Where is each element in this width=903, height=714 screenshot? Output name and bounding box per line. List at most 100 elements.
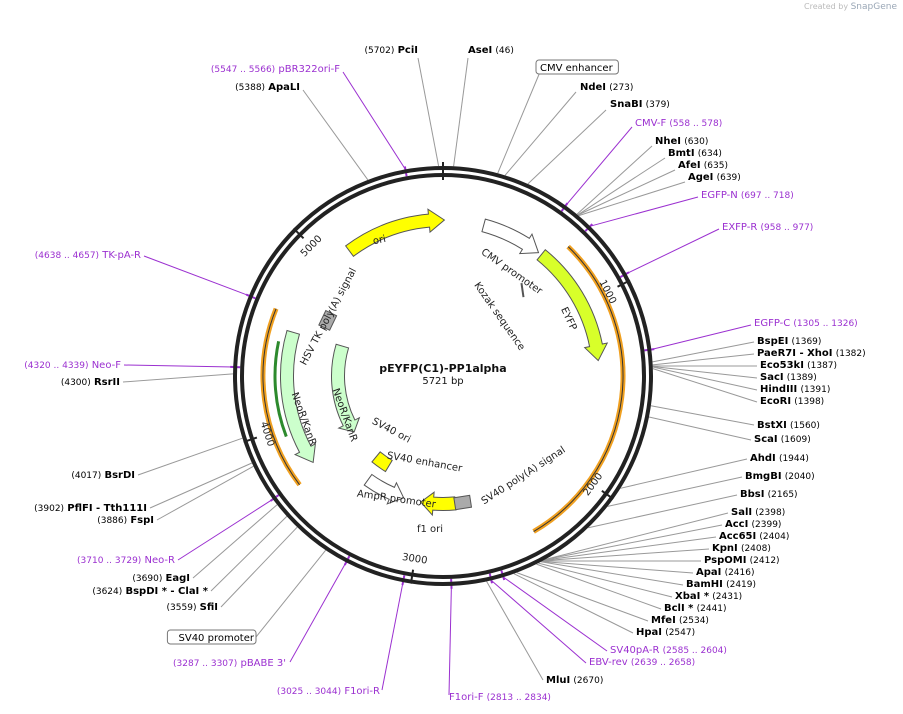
site-label[interactable]: BmgBI (2040) — [745, 471, 815, 482]
site-name: Acc65I — [719, 531, 756, 542]
site-label[interactable]: MluI (2670) — [546, 675, 603, 686]
site-label[interactable]: SV40pA-R (2585 .. 2604) — [610, 645, 727, 656]
site-label[interactable]: (5702) PciI — [364, 45, 418, 56]
site-label[interactable]: PaeR7I - XhoI (1382) — [757, 348, 866, 359]
feature-label: EYFP — [558, 306, 578, 333]
site-label[interactable]: (3710 .. 3729) Neo-R — [77, 555, 175, 566]
small-feature-box — [318, 309, 338, 331]
site-label[interactable]: HindIII (1391) — [760, 384, 830, 395]
site-name: RsrII — [94, 377, 120, 388]
leader-line — [648, 416, 752, 441]
site-label[interactable]: (4320 .. 4339) Neo-F — [24, 360, 121, 371]
leader-line — [156, 465, 254, 521]
feature-arrows — [280, 208, 609, 517]
site-label[interactable]: (5547 .. 5566) pBR322ori-F — [211, 64, 340, 75]
site-position: (697 .. 718) — [741, 191, 794, 201]
site-label[interactable]: (4300) RsrII — [61, 377, 120, 388]
site-name: SacI — [760, 372, 784, 383]
site-label[interactable]: KpnI (2408) — [712, 543, 771, 554]
site-name: SV40 promoter — [179, 633, 255, 644]
site-label[interactable]: (4638 .. 4657) TK-pA-R — [35, 250, 141, 261]
site-label[interactable]: BspEI (1369) — [757, 336, 821, 347]
site-label[interactable]: (5388) ApaLI — [235, 82, 300, 93]
tick-mark — [292, 227, 305, 240]
site-position: (4320 .. 4339) — [24, 361, 88, 371]
site-position: (4638 .. 4657) — [35, 251, 99, 261]
site-label[interactable]: (3690) EagI — [132, 573, 190, 584]
leader-line — [453, 57, 469, 167]
site-name: EagI — [166, 573, 190, 584]
site-position: (635) — [704, 161, 728, 171]
site-position: (2165) — [768, 490, 798, 500]
site-position: (4017) — [71, 471, 101, 481]
site-name: EXFP-R — [722, 222, 757, 233]
site-label[interactable]: AccI (2399) — [725, 519, 781, 530]
site-name: FspI — [130, 515, 154, 526]
site-label[interactable]: (4017) BsrDI — [71, 470, 135, 481]
site-name: CMV-F — [635, 118, 666, 129]
site-name: PaeR7I - XhoI — [757, 348, 833, 359]
site-label[interactable]: NheI (630) — [655, 136, 708, 147]
site-position: (2670) — [573, 676, 603, 686]
site-name: F1ori-F — [449, 692, 484, 703]
site-position: (639) — [717, 173, 741, 183]
site-label[interactable]: AfeI (635) — [678, 160, 728, 171]
site-position: (5388) — [235, 83, 265, 93]
site-label[interactable]: (3559) SfiI — [167, 602, 218, 613]
feature-label: ori — [372, 234, 387, 247]
site-label[interactable]: SV40 promoter — [179, 633, 255, 644]
feature-label: SV40 enhancer — [386, 451, 464, 475]
site-label[interactable]: (3025 .. 3044) F1ori-R — [277, 686, 380, 697]
site-label[interactable]: AseI (46) — [468, 45, 514, 56]
site-name: Eco53kI — [760, 360, 804, 371]
site-label[interactable]: CMV enhancer — [540, 63, 614, 74]
site-label[interactable]: Eco53kI (1387) — [760, 360, 837, 371]
site-label[interactable]: BclI * (2441) — [664, 603, 727, 614]
site-name: BstXI — [757, 420, 787, 431]
site-label[interactable]: PspOMI (2412) — [704, 555, 780, 566]
site-label[interactable]: CMV-F (558 .. 578) — [635, 118, 722, 129]
site-label[interactable]: XbaI * (2431) — [675, 591, 742, 602]
site-name: XbaI * — [675, 591, 710, 602]
site-label[interactable]: NdeI (273) — [580, 82, 633, 93]
site-label[interactable]: (3902) PflFI - Tth111I — [34, 503, 147, 514]
site-name: AhdI — [750, 453, 776, 464]
feature-label: SV40 ori — [370, 416, 412, 445]
site-label[interactable]: SacI (1389) — [760, 372, 817, 383]
site-label[interactable]: ApaI (2416) — [696, 567, 755, 578]
site-label[interactable]: (3886) FspI — [97, 515, 154, 526]
feature-box-label — [535, 59, 619, 75]
site-label[interactable]: SalI (2398) — [731, 507, 785, 518]
tick-label: 3000 — [401, 552, 428, 567]
leader-line — [143, 255, 250, 297]
site-label[interactable]: EcoRI (1398) — [760, 396, 824, 407]
site-label[interactable]: BstXI (1560) — [757, 420, 820, 431]
site-label[interactable]: EBV-rev (2639 .. 2658) — [589, 657, 695, 668]
primer-arc-line — [533, 246, 624, 532]
site-label[interactable]: EXFP-R (958 .. 977) — [722, 222, 813, 233]
site-label[interactable]: AgeI (639) — [688, 172, 741, 183]
site-label[interactable]: SnaBI (379) — [610, 99, 670, 110]
site-label[interactable]: (3624) BspDI * - ClaI * — [92, 586, 208, 597]
site-label[interactable]: BbsI (2165) — [740, 489, 798, 500]
site-label[interactable]: F1ori-F (2813 .. 2834) — [449, 692, 551, 703]
site-position: (5702) — [364, 46, 394, 56]
site-position: (3710 .. 3729) — [77, 556, 141, 566]
site-position: (2412) — [750, 556, 780, 566]
leader-line — [544, 512, 729, 560]
site-label[interactable]: BmtI (634) — [668, 148, 722, 159]
site-label[interactable]: MfeI (2534) — [651, 615, 709, 626]
site-label[interactable]: HpaI (2547) — [636, 627, 695, 638]
site-label[interactable]: BamHI (2419) — [686, 579, 756, 590]
site-name: AccI — [725, 519, 748, 530]
site-label[interactable]: EGFP-C (1305 .. 1326) — [754, 318, 858, 329]
leader-line — [577, 169, 676, 216]
site-name: pBR322ori-F — [278, 64, 340, 75]
site-label[interactable]: ScaI (1609) — [754, 434, 811, 445]
site-label[interactable]: (3287 .. 3307) pBABE 3' — [173, 658, 286, 669]
site-label[interactable]: Acc65I (2404) — [719, 531, 789, 542]
site-label[interactable]: AhdI (1944) — [750, 453, 809, 464]
site-position: (3559) — [167, 603, 197, 613]
site-label[interactable]: EGFP-N (697 .. 718) — [701, 190, 794, 201]
